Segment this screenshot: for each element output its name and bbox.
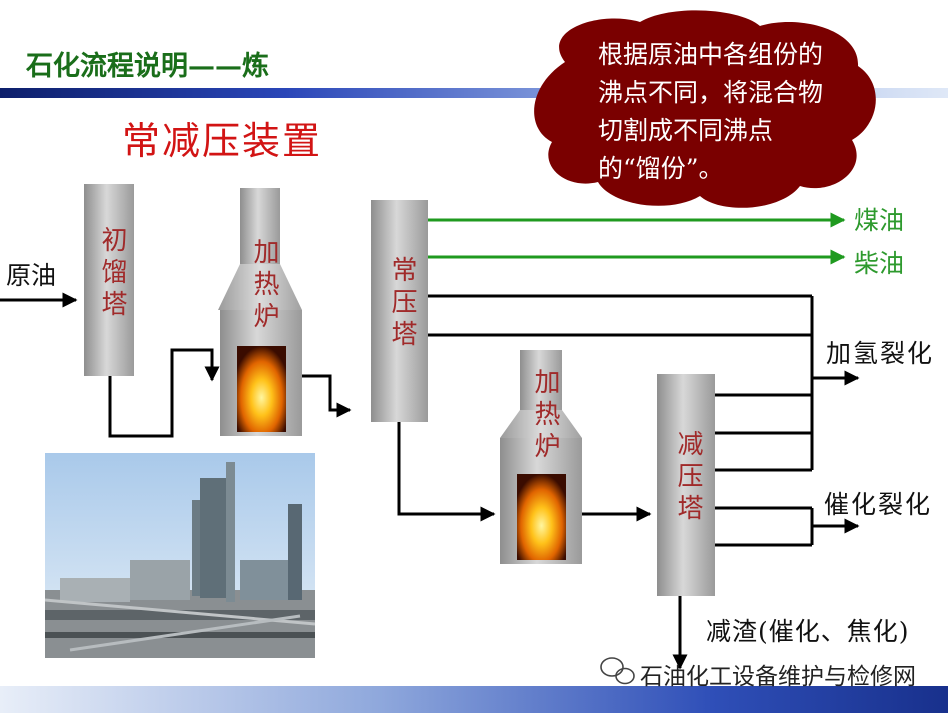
furnace-1 xyxy=(218,188,302,436)
fcc-label: 催化裂化 xyxy=(824,490,933,519)
furnace2-label: 加热炉 xyxy=(530,368,560,464)
kerosene-label: 煤油 xyxy=(854,206,905,235)
pre-flash-tower xyxy=(84,184,134,376)
vac-tower-label: 减压塔 xyxy=(673,430,703,526)
atm-tower-label: 常压塔 xyxy=(387,256,417,352)
header-rule xyxy=(0,88,948,98)
hydrocracking-label: 加氢裂化 xyxy=(826,339,935,368)
furnace-2 xyxy=(500,350,582,564)
wechat-icon xyxy=(600,657,635,685)
refinery-photo xyxy=(44,453,316,658)
bubble-text: 根据原油中各组份的沸点不同，将混合物切割成不同沸点的“馏份”。 xyxy=(598,40,824,183)
main-title: 常减压装置 xyxy=(122,119,323,163)
process-lines xyxy=(0,292,860,670)
pre-tower-label: 初馏塔 xyxy=(97,226,127,322)
crude-oil-label: 原油 xyxy=(6,261,57,290)
watermark-text: 石油化工设备维护与检修网 xyxy=(640,664,916,690)
thought-bubble xyxy=(534,10,876,208)
furnace1-label: 加热炉 xyxy=(249,238,279,334)
atmospheric-tower xyxy=(371,200,428,422)
vacuum-tower xyxy=(657,374,715,596)
flame-icon xyxy=(237,346,286,432)
light-product-lines xyxy=(428,212,846,265)
residue-label: 减渣(催化、焦化) xyxy=(706,617,910,646)
footer-bar xyxy=(0,686,948,713)
diesel-label: 柴油 xyxy=(854,249,905,278)
flame-icon xyxy=(517,474,566,560)
header-title: 石化流程说明——炼 xyxy=(26,51,269,82)
